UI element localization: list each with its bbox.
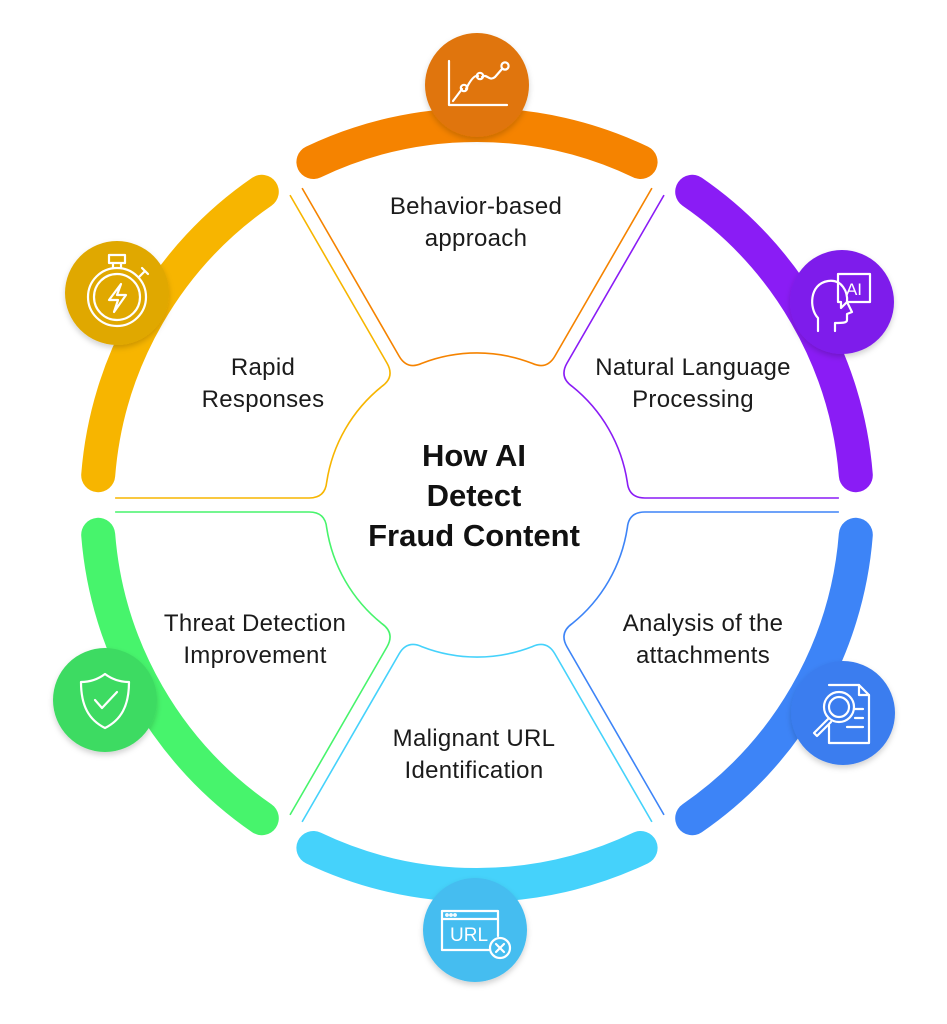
label-url: Malignant URL Identification [393, 723, 556, 787]
label-line: Processing [632, 386, 754, 413]
label-line: Improvement [183, 642, 327, 669]
title-line: Detect [426, 478, 522, 513]
label-line: attachments [635, 642, 771, 669]
wedge-outline-attachments [563, 511, 839, 816]
icon-circle-attachments [791, 661, 895, 765]
wedge-outline-threat [115, 511, 391, 816]
label-line: Identification [404, 757, 544, 784]
label-line: Analysis of the [622, 610, 784, 637]
shield-check-icon [53, 648, 157, 752]
label-line: Rapid [230, 354, 296, 381]
title-line: Fraud Content [368, 518, 580, 553]
title-line: How AI [422, 438, 526, 473]
label-line: Malignant URL [392, 725, 556, 752]
center-title: How AI Detect Fraud Content [368, 436, 580, 556]
label-nlp: Natural Language Processing [595, 352, 791, 416]
wedge-outline-behavior [301, 187, 653, 367]
wedge-outline-nlp [563, 194, 839, 499]
label-rapid: Rapid Responses [202, 352, 325, 416]
line-chart-icon [425, 33, 529, 137]
label-attachments: Analysis of the attachments [623, 608, 784, 672]
label-line: Threat Detection [163, 610, 347, 637]
label-line: Responses [201, 386, 325, 413]
label-line: approach [424, 225, 528, 252]
label-threat: Threat Detection Improvement [164, 608, 346, 672]
icon-circle-url [423, 878, 527, 982]
label-line: Behavior-based [389, 193, 563, 220]
head-ai-chat-icon: AI [790, 250, 894, 354]
ai-icon-text: AI [846, 280, 862, 299]
url-blocked-icon: URL [423, 878, 527, 982]
label-behavior: Behavior-based approach [390, 191, 562, 255]
icon-circle-behavior [425, 33, 529, 137]
label-line: Natural Language [595, 354, 791, 381]
url-icon-text: URL [450, 925, 488, 946]
icon-circle-threat [53, 648, 157, 752]
stopwatch-lightning-icon [65, 241, 169, 345]
document-search-icon [791, 661, 895, 765]
wedge-outline-rapid [115, 194, 391, 499]
wedge-outline-url [301, 643, 653, 823]
